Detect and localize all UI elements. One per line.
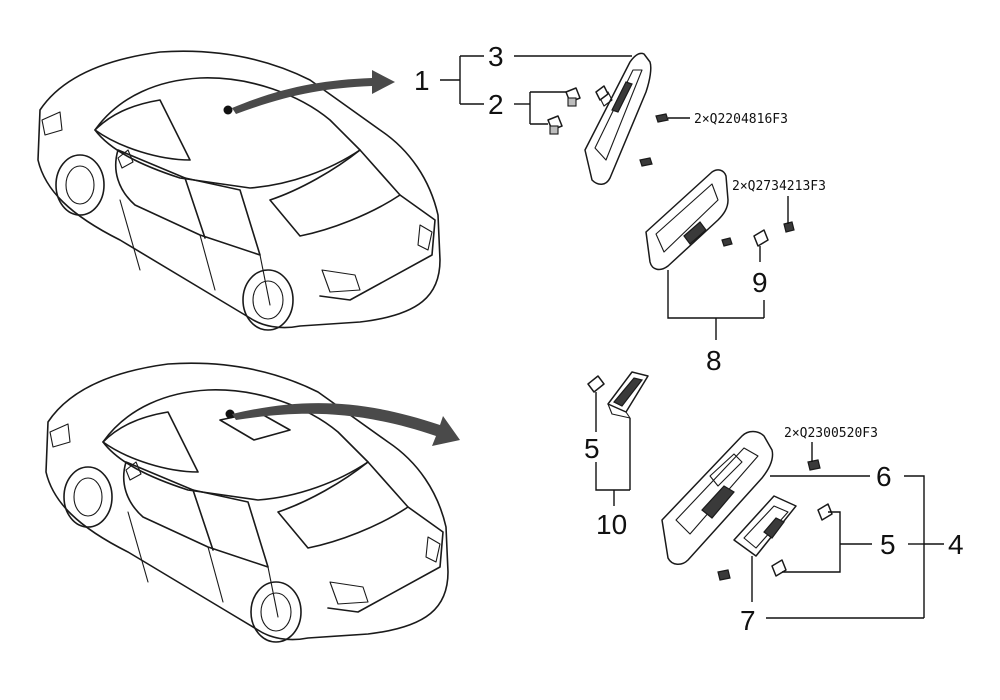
callout-8: 8 xyxy=(706,345,722,376)
callout-5-left: 5 xyxy=(584,433,600,464)
fastener-code-2: 2×Q2734213F3 xyxy=(732,179,826,194)
callout-3: 3 xyxy=(488,41,504,72)
callout-numbers: 1 3 2 9 8 5 10 6 5 4 7 xyxy=(414,41,964,636)
callout-7: 7 xyxy=(740,605,756,636)
callout-10: 10 xyxy=(596,509,627,540)
part-vanity-lamp-assembly xyxy=(645,169,795,271)
pointer-arrow-bottom xyxy=(232,403,460,446)
roof-location-dot-top xyxy=(223,105,233,115)
callout-2: 2 xyxy=(488,89,504,120)
fastener-codes: 2×Q2204816F3 2×Q2734213F3 2×Q2300520F3 xyxy=(694,112,878,441)
callout-1: 1 xyxy=(414,65,430,96)
part-map-lamp-assembly xyxy=(547,52,669,185)
callout-5-right: 5 xyxy=(880,529,896,560)
pointer-arrow-top xyxy=(232,70,395,114)
part-overhead-console-assembly xyxy=(661,430,833,581)
leader-lines xyxy=(440,55,944,619)
car-illustration-top xyxy=(37,50,441,331)
callout-6: 6 xyxy=(876,461,892,492)
fastener-code-1: 2×Q2204816F3 xyxy=(694,112,788,127)
callout-9: 9 xyxy=(752,267,768,298)
callout-4: 4 xyxy=(948,529,964,560)
part-sunroof-lamp-assembly xyxy=(587,371,649,419)
fastener-code-3: 2×Q2300520F3 xyxy=(784,426,878,441)
car-illustration-bottom xyxy=(45,362,449,643)
roof-location-dot-bottom xyxy=(225,409,235,419)
